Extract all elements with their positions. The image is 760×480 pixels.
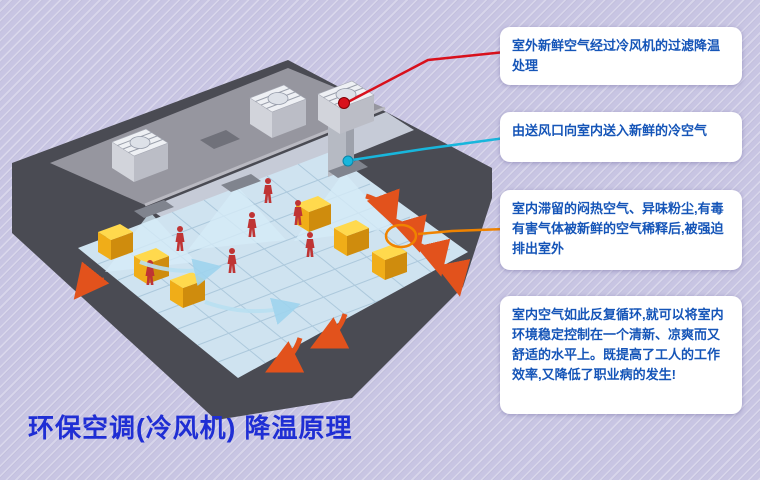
- callout-text: 室内空气如此反复循环,就可以将室内环境稳定控制在一个清新、凉爽而又舒适的水平上。…: [512, 307, 724, 383]
- callout-text: 由送风口向室内送入新鲜的冷空气: [512, 123, 708, 138]
- callout-cold-air-supply: 由送风口向室内送入新鲜的冷空气: [500, 112, 742, 162]
- callout-connectors: [338, 50, 506, 249]
- callout-text: 室内滞留的闷热空气、异味粉尘,有毒有害气体被新鲜的空气稀释后,被强迫排出室外: [512, 201, 724, 257]
- indoor-airflow-arrows: [139, 258, 301, 325]
- exhaust-arrow: [265, 337, 305, 373]
- airflow-arrow: [204, 297, 301, 325]
- exhaust-highlight-ring: [384, 223, 418, 249]
- air-cone: [188, 186, 286, 250]
- page-title: 环保空调(冷风机) 降温原理: [28, 413, 353, 443]
- duct-front: [328, 119, 346, 177]
- callout-fresh-air-filtering: 室外新鲜空气经过冷风机的过滤降温处理: [500, 27, 742, 86]
- exhaust-arrow: [365, 188, 400, 228]
- exhaust-arrow: [435, 259, 471, 297]
- connector-fresh-air: [345, 50, 506, 105]
- cold-air-supply-dot: [342, 155, 354, 167]
- airflow-arrow: [139, 258, 222, 287]
- connector-cold-supply: [351, 136, 506, 162]
- exhaust-arrow: [310, 313, 350, 349]
- roof-vent: [200, 130, 240, 149]
- connector-exhaust: [417, 227, 506, 236]
- exhaust-arrow: [73, 261, 110, 300]
- air-cone: [105, 212, 196, 272]
- callout-exhaust-dilution: 室内滞留的闷热空气、异味粉尘,有毒有害气体被新鲜的空气稀释后,被强迫排出室外: [500, 190, 742, 270]
- callout-text: 室外新鲜空气经过冷风机的过滤降温处理: [512, 38, 721, 74]
- fresh-air-intake-dot: [338, 97, 350, 109]
- callout-circulation-benefits: 室内空气如此反复循环,就可以将室内环境稳定控制在一个清新、凉爽而又舒适的水平上。…: [500, 296, 742, 414]
